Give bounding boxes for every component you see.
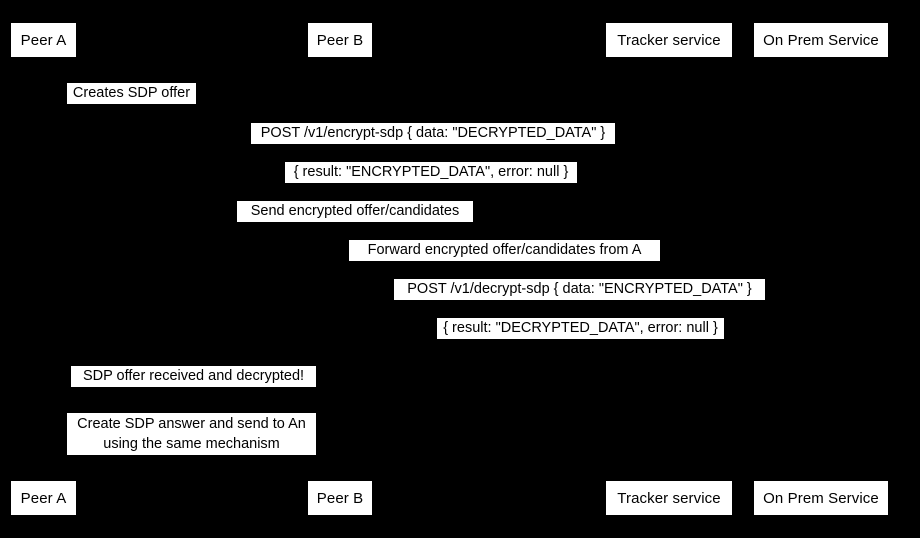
participant-peer-b[interactable]: Peer B bbox=[307, 22, 373, 58]
participant-peer-a[interactable]: Peer A bbox=[10, 22, 77, 58]
self-arrow-create-sdp-answer bbox=[340, 418, 362, 432]
participant-label: Peer B bbox=[316, 489, 364, 507]
participant-label: Peer B bbox=[316, 31, 364, 49]
arrow-post-decrypt-sdp bbox=[340, 299, 821, 305]
message-label-line-2: using the same mechanism bbox=[103, 436, 280, 452]
arrow-decrypt-result bbox=[340, 338, 821, 344]
message-label-decrypt-result: { result: "DECRYPTED_DATA", error: null … bbox=[437, 318, 724, 339]
arrow-post-encrypt-sdp bbox=[43, 143, 669, 149]
message-label-creates-sdp-offer: Creates SDP offer bbox=[67, 83, 196, 104]
lifeline-tracker bbox=[669, 58, 670, 470]
participant-label: Tracker service bbox=[617, 31, 721, 49]
participant-label: Peer A bbox=[20, 31, 67, 49]
arrow-forward-encrypted-offer bbox=[340, 260, 669, 266]
message-label-encrypt-result: { result: "ENCRYPTED_DATA", error: null … bbox=[285, 162, 577, 183]
self-arrow-creates-sdp-offer bbox=[43, 88, 65, 102]
message-label-forward-encrypted-offer: Forward encrypted offer/candidates from … bbox=[349, 240, 660, 261]
participant-label: On Prem Service bbox=[763, 31, 879, 49]
participant-footer-peer-a[interactable]: Peer A bbox=[10, 480, 77, 516]
participant-footer-tracker-service[interactable]: Tracker service bbox=[605, 480, 733, 516]
lifeline-peer-b bbox=[340, 58, 341, 470]
participant-label: Tracker service bbox=[617, 489, 721, 507]
message-label-post-decrypt-sdp: POST /v1/decrypt-sdp { data: "ENCRYPTED_… bbox=[394, 279, 765, 300]
participant-footer-on-prem-service[interactable]: On Prem Service bbox=[753, 480, 889, 516]
participant-footer-peer-b[interactable]: Peer B bbox=[307, 480, 373, 516]
message-label-post-encrypt-sdp: POST /v1/encrypt-sdp { data: "DECRYPTED_… bbox=[251, 123, 615, 144]
participant-label: Peer A bbox=[20, 489, 67, 507]
participant-on-prem-service[interactable]: On Prem Service bbox=[753, 22, 889, 58]
self-arrow-sdp-offer-received bbox=[340, 371, 362, 385]
message-label-sdp-offer-received: SDP offer received and decrypted! bbox=[71, 366, 316, 387]
message-label-line-1: Create SDP answer and send to An bbox=[77, 416, 306, 432]
arrow-send-encrypted-offer bbox=[43, 221, 669, 227]
participant-tracker-service[interactable]: Tracker service bbox=[605, 22, 733, 58]
arrow-encrypt-result bbox=[43, 182, 669, 188]
message-label-send-encrypted-offer: Send encrypted offer/candidates bbox=[237, 201, 473, 222]
lifeline-on-prem bbox=[821, 58, 822, 470]
lifeline-peer-a bbox=[43, 58, 44, 470]
message-label-create-sdp-answer: Create SDP answer and send to An using t… bbox=[67, 413, 316, 455]
participant-label: On Prem Service bbox=[763, 489, 879, 507]
